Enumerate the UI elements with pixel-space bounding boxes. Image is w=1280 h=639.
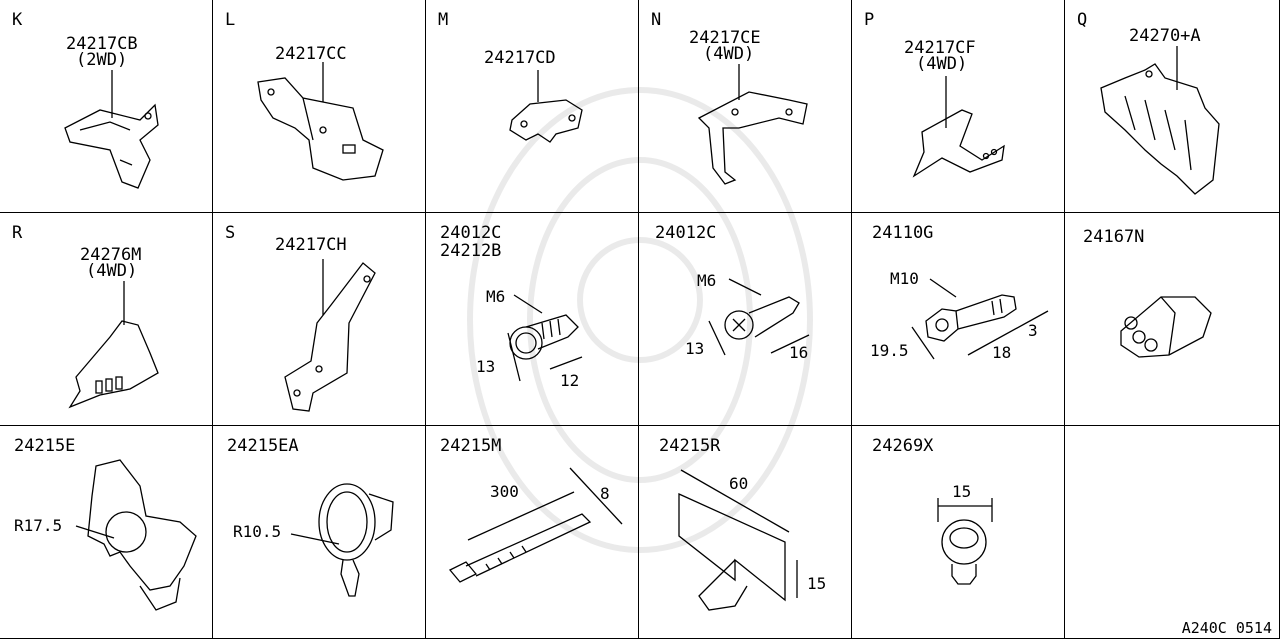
- part-number: 24215M: [440, 436, 502, 456]
- clip-drawing: [75, 459, 197, 611]
- dimension-thread: M10: [890, 269, 919, 288]
- part-number: 24217CC: [275, 44, 347, 64]
- cell-letter: K: [12, 10, 23, 30]
- cell-bolt-24110g[interactable]: 24110G M10 19.5 18 3: [852, 213, 1065, 426]
- dimension-thread: M6: [486, 287, 506, 306]
- cell-m[interactable]: M 24217CD: [426, 0, 639, 213]
- dimension-head: 19.5: [870, 341, 909, 360]
- cell-q[interactable]: Q 24270+A: [1065, 0, 1280, 213]
- part-number: 24217CB: [66, 34, 138, 54]
- dimension-length: 12: [560, 371, 580, 390]
- bracket-drawing: [912, 76, 1005, 178]
- dimension-head: 13: [685, 339, 705, 358]
- part-number: 24276M: [80, 245, 142, 265]
- cell-letter: M: [438, 10, 449, 30]
- part-number: 24269X: [872, 436, 934, 456]
- cell-clip-24269x[interactable]: 24269X 15: [852, 426, 1065, 639]
- part-number: 24215R: [659, 436, 721, 456]
- part-number: 24215E: [14, 436, 76, 456]
- part-note: (2WD): [76, 50, 128, 70]
- part-number: 24217CH: [275, 235, 347, 255]
- part-note: (4WD): [916, 54, 968, 74]
- part-number: 24215EA: [227, 436, 299, 456]
- dimension-length: 18: [992, 343, 1012, 362]
- watermark-emblem: [467, 87, 813, 553]
- part-number: 24012C: [440, 223, 502, 243]
- cell-letter: L: [225, 10, 236, 30]
- bolt-drawing: [911, 278, 1049, 360]
- part-note: (4WD): [703, 44, 755, 64]
- cell-clip-24215e[interactable]: 24215E R17.5: [0, 426, 213, 639]
- diagram-code: A240C 0514: [1181, 619, 1272, 637]
- bracket-drawing: [509, 70, 583, 143]
- cell-tie-24215r[interactable]: 24215R 60 15: [639, 426, 852, 639]
- dimension-length: 300: [490, 482, 519, 501]
- cell-clip-24215ea[interactable]: 24215EA R10.5: [213, 426, 426, 639]
- cell-r[interactable]: R 24276M (4WD): [0, 213, 213, 426]
- cell-letter: Q: [1077, 10, 1088, 30]
- cell-bolt-24012c[interactable]: 24012C M6 13 16: [639, 213, 852, 426]
- cell-tie-24215m[interactable]: 24215M 300 8: [426, 426, 639, 639]
- bracket-drawing: [284, 259, 376, 412]
- part-number: 24217CE: [689, 28, 761, 48]
- bolt-drawing: [708, 278, 810, 356]
- part-number: 24217CD: [484, 48, 556, 68]
- part-number: 24012C: [655, 223, 717, 243]
- dimension-shoulder: 3: [1028, 321, 1038, 340]
- dimension-length: 60: [729, 474, 749, 493]
- cable-tie-drawing: [448, 467, 623, 583]
- bracket-drawing: [257, 62, 384, 181]
- cell-letter: P: [864, 10, 875, 30]
- connector-drawing: [1120, 296, 1212, 358]
- dimension-width: 15: [952, 482, 972, 501]
- strap-drawing: [678, 469, 798, 611]
- cell-l[interactable]: L 24217CC: [213, 0, 426, 213]
- dimension-width: 8: [600, 484, 610, 503]
- cell-empty: [1065, 426, 1280, 639]
- dimension-head: 13: [476, 357, 496, 376]
- part-number: 24217CF: [904, 38, 976, 58]
- part-number: 24110G: [872, 223, 934, 243]
- dimension-thread: M6: [697, 271, 717, 290]
- part-note: (4WD): [86, 261, 138, 281]
- bracket-drawing: [1100, 46, 1220, 195]
- cell-letter: R: [12, 223, 23, 243]
- dimension-length: 16: [789, 343, 809, 362]
- connector-drawing: [68, 281, 159, 409]
- clip-drawing: [937, 498, 993, 585]
- cell-k[interactable]: K 24217CB (2WD): [0, 0, 213, 213]
- dimension-width: 15: [807, 574, 827, 593]
- bracket-drawing: [697, 64, 808, 185]
- cell-letter: S: [225, 223, 236, 243]
- bracket-drawing: [64, 70, 159, 189]
- cell-s[interactable]: S 24217CH: [213, 213, 426, 426]
- part-number-alt: 24212B: [440, 241, 502, 261]
- bolt-drawing: [507, 294, 583, 382]
- clip-drawing: [290, 483, 394, 597]
- cell-connector-24167n[interactable]: 24167N: [1065, 213, 1280, 426]
- cell-bolt-24012c-24212b[interactable]: 24012C 24212B M6 13 12: [426, 213, 639, 426]
- cell-letter: N: [651, 10, 662, 30]
- part-number: 24167N: [1083, 227, 1145, 247]
- part-number: 24270+A: [1129, 26, 1201, 46]
- dimension-radius: R17.5: [14, 516, 63, 535]
- cell-n[interactable]: N 24217CE (4WD): [639, 0, 852, 213]
- dimension-radius: R10.5: [233, 522, 282, 541]
- cell-p[interactable]: P 24217CF (4WD): [852, 0, 1065, 213]
